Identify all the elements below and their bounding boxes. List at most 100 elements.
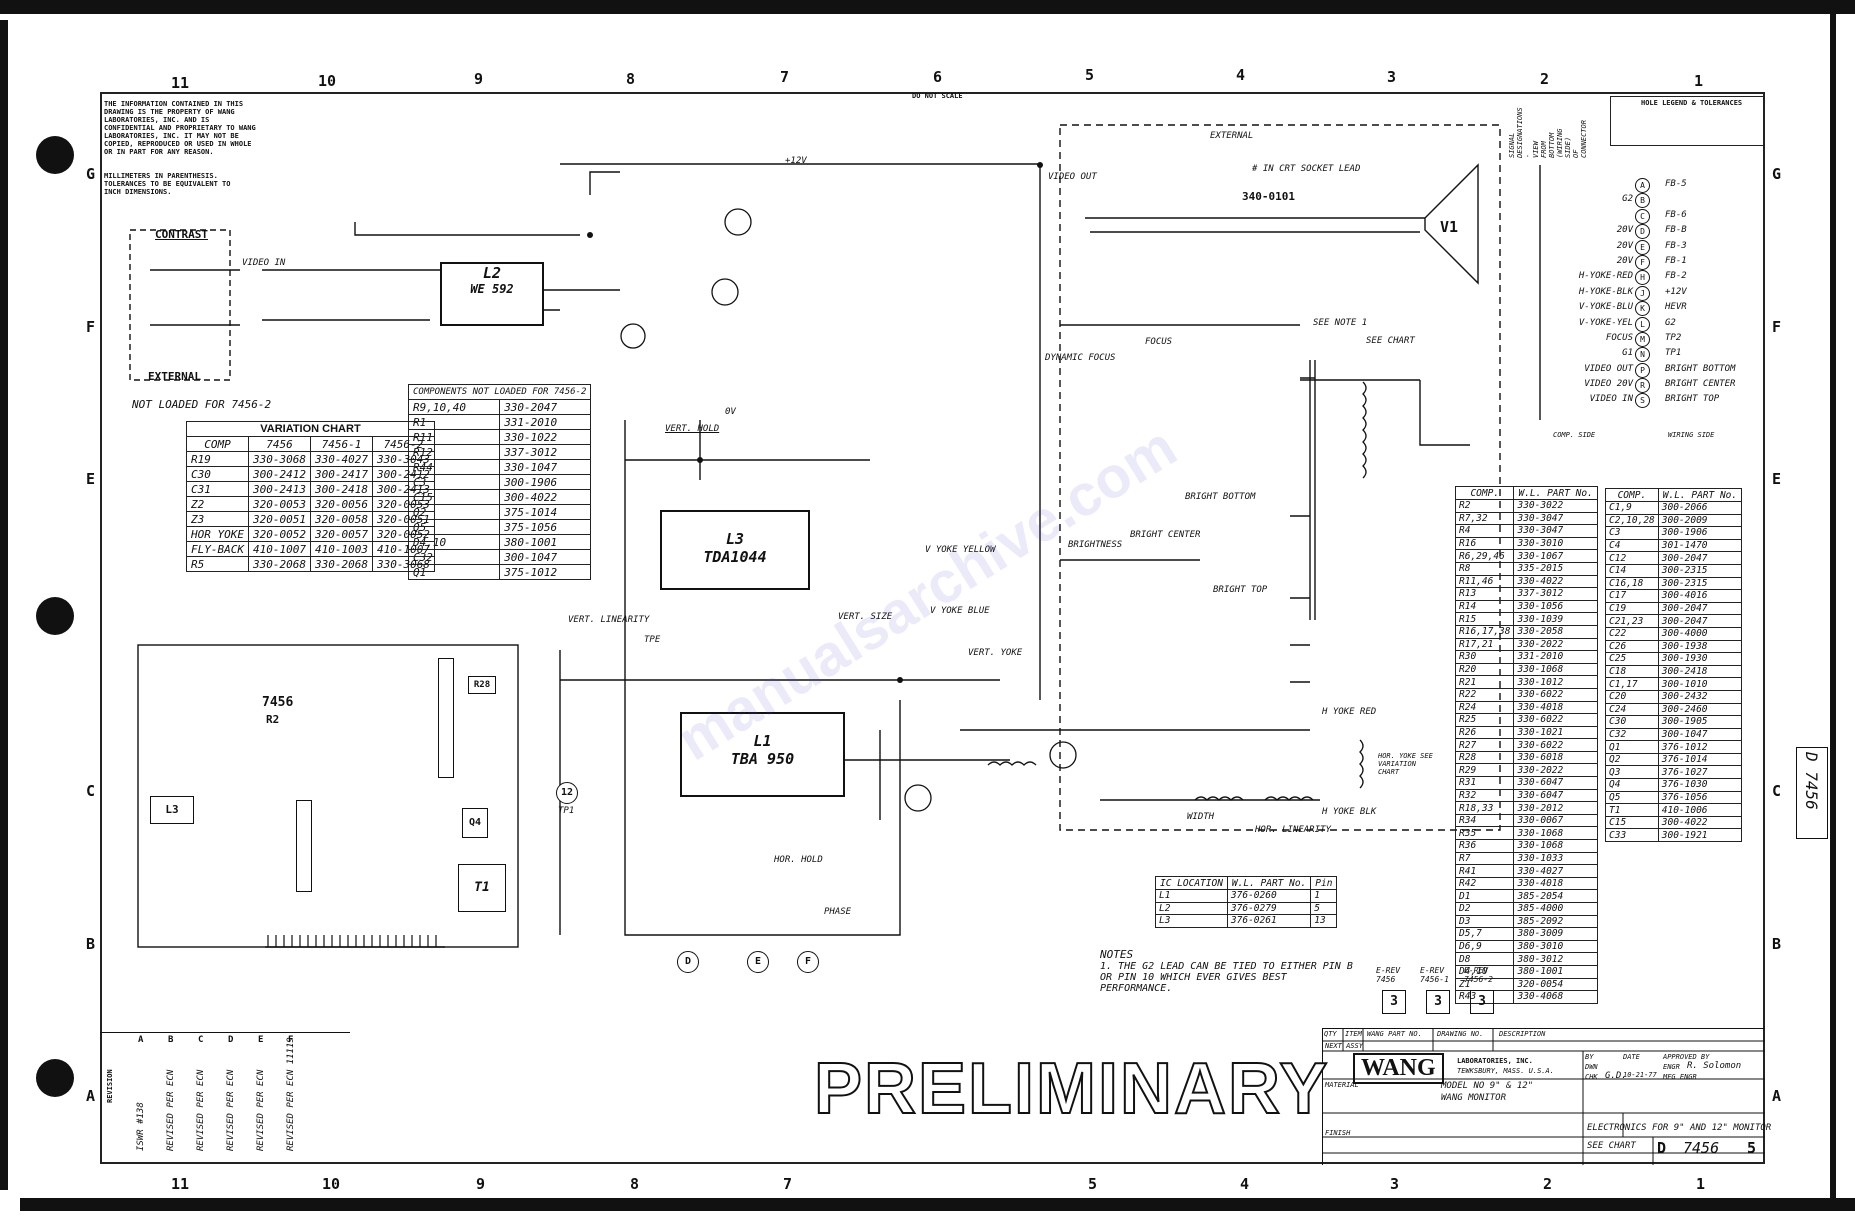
pin-right-signal: TP2: [1665, 332, 1682, 343]
revision-entry: ISWR #138: [136, 1102, 146, 1151]
vert-yoke-label: VERT. YOKE: [968, 648, 1023, 658]
v-yoke-yellow-label: V YOKE YELLOW: [925, 545, 996, 555]
table-cell: FLY-BACK: [186, 541, 249, 557]
zone-label: B: [1772, 935, 1782, 953]
phase-label: PHASE: [824, 907, 852, 917]
hole-legend-title: HOLE LEGEND & TOLERANCES: [1641, 99, 1743, 107]
table-cell: 300-1938: [1657, 639, 1743, 654]
dwn-label: DWN: [1585, 1063, 1598, 1071]
table-cell: 13: [1310, 914, 1338, 928]
zone-label: 5: [1085, 66, 1095, 84]
ic-l3: L3 TDA1044: [660, 510, 810, 590]
pin-right-signal: BRIGHT CENTER: [1665, 379, 1736, 390]
table-cell: 330-3068: [247, 451, 311, 467]
table-cell: 335-2015: [1513, 561, 1598, 576]
table-cell: R17,21: [1454, 637, 1515, 652]
pin-letter: S: [1635, 393, 1650, 409]
table-cell: 337-3012: [1513, 587, 1598, 601]
pin-letter: K: [1635, 301, 1650, 317]
dynamic-focus-label: DYNAMIC FOCUS: [1045, 353, 1116, 363]
table-cell: 330-4068: [1513, 990, 1598, 1004]
column-header: COMP: [186, 436, 249, 452]
zero-v-label: 0V: [725, 407, 736, 417]
table-cell: 330-4022: [1513, 574, 1598, 589]
table-cell: R22: [1454, 687, 1515, 702]
table-cell: 300-4022: [499, 489, 592, 505]
preliminary-stamp: PRELIMINARY: [813, 1048, 1330, 1130]
table-cell: 375-1012: [499, 564, 592, 580]
table-cell: R7: [1454, 851, 1515, 866]
table-cell: 300-1047: [499, 549, 592, 565]
table-cell: 385-4000: [1513, 902, 1598, 916]
zone-label: 9: [474, 70, 484, 88]
table-cell: 376-1027: [1657, 765, 1743, 780]
material-label: MATERIAL: [1325, 1081, 1359, 1089]
table-cell: Q2: [1605, 752, 1659, 767]
table-cell: R24: [1454, 700, 1515, 715]
zone-label: B: [86, 935, 96, 953]
table-cell: 330-3010: [1513, 536, 1598, 551]
table-cell: 330-1012: [1513, 675, 1598, 689]
left-scan-edge: [0, 20, 8, 1190]
ic-l2-part: WE 592: [470, 282, 514, 296]
approved-by-label: APPROVED BY: [1663, 1053, 1710, 1061]
table-cell: R26: [1454, 725, 1515, 740]
table-cell: R42: [1454, 876, 1515, 891]
revision-entry: REVISED PER ECN: [226, 1069, 236, 1151]
zone-label: 7: [783, 1175, 793, 1193]
table-cell: C25: [1605, 652, 1659, 666]
zone-label: G: [1772, 165, 1782, 183]
table-cell: 300-2315: [1657, 576, 1743, 591]
table-cell: 300-2047: [1657, 551, 1743, 565]
pin-right-signal: FB-5: [1665, 179, 1687, 189]
external-left-label: EXTERNAL: [148, 370, 201, 383]
table-cell: L3: [1155, 914, 1228, 928]
table-cell: C16,18: [1605, 576, 1659, 591]
table-cell: R11,46: [1454, 574, 1515, 589]
table-cell: 320-0054: [1513, 977, 1598, 992]
table-cell: D8: [1454, 952, 1515, 966]
bottom-scan-bar: [20, 1198, 1855, 1211]
ground-terminal-d: D: [677, 951, 699, 973]
table-cell: 410-1007: [247, 541, 311, 557]
bright-bottom-label: BRIGHT BOTTOM: [1185, 492, 1256, 502]
pin-right-signal: BRIGHT TOP: [1665, 394, 1720, 405]
column-header: Pin: [1310, 876, 1338, 890]
table-cell: 331-2010: [1513, 650, 1598, 664]
table-cell: 380-3010: [1513, 939, 1598, 954]
table-cell: C32: [1605, 727, 1659, 742]
col-description: DESCRIPTION: [1499, 1030, 1546, 1038]
revision-letter: A: [138, 1035, 144, 1045]
table-cell: R25: [1454, 713, 1515, 727]
company-name: LABORATORIES, INC.: [1457, 1057, 1533, 1065]
table-cell: 376-0261: [1226, 914, 1312, 928]
table-cell: 300-1921: [1657, 828, 1743, 843]
pin-right-signal: TP1: [1665, 348, 1682, 359]
pin-letter: R: [1635, 378, 1650, 394]
pin-letter: M: [1635, 331, 1650, 347]
table-cell: 300-1906: [499, 474, 592, 490]
table-cell: R14: [1454, 599, 1515, 614]
ic-l1-part: TBA 950: [730, 750, 795, 768]
table-cell: C24: [1605, 702, 1659, 717]
table-cell: D1: [1454, 889, 1515, 903]
